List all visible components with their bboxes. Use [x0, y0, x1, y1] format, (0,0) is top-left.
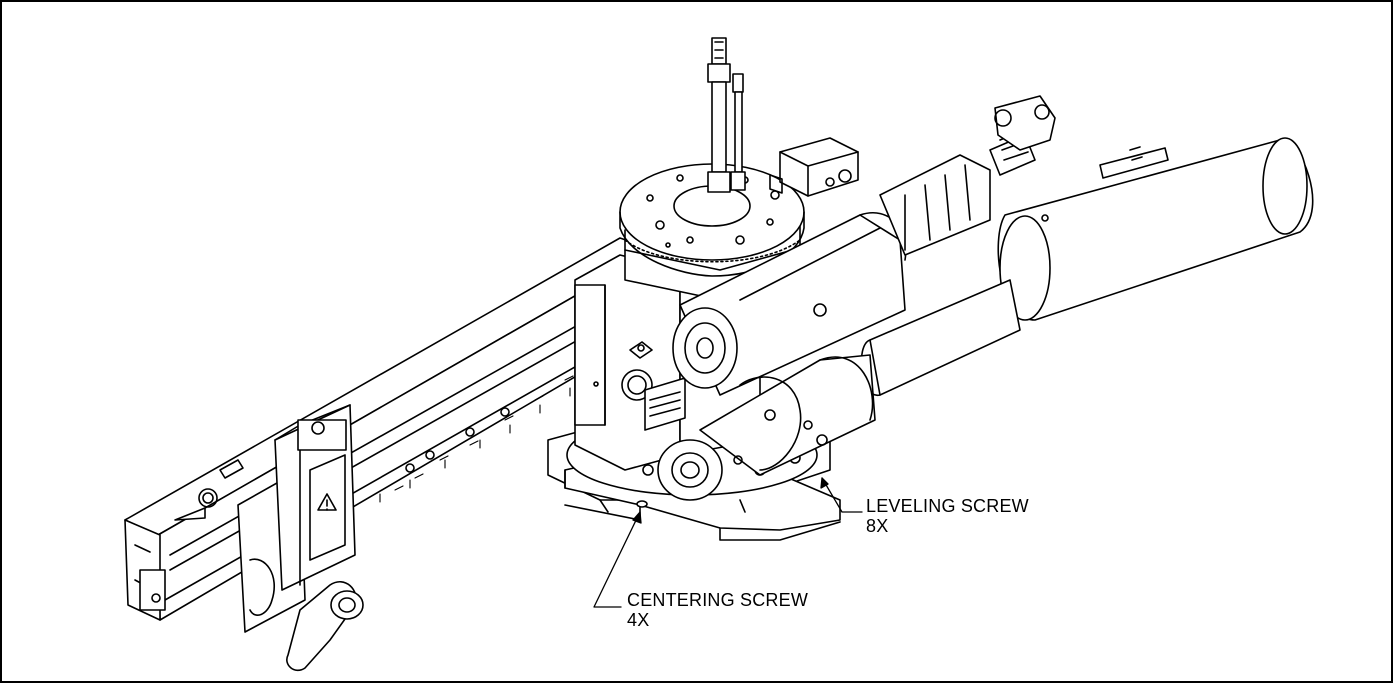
upper-actuator [672, 95, 1056, 396]
centering-screw-count: 4X [627, 610, 650, 630]
leveling-screw-leader [820, 477, 863, 513]
vertical-fittings [707, 37, 746, 193]
centering-screw-callout: CENTERING SCREW 4X [627, 590, 808, 630]
carriage [237, 404, 364, 672]
long-cylinder [860, 137, 1314, 396]
leveling-screw-callout: LEVELING SCREW 8X [866, 496, 1029, 536]
valve-block [769, 137, 859, 197]
centering-screw-label: CENTERING SCREW [627, 590, 809, 610]
leveling-screw-label: LEVELING SCREW [866, 496, 1029, 516]
lower-actuator [657, 354, 876, 501]
leveling-screw-count: 8X [866, 516, 889, 536]
centering-screw-leader [593, 511, 642, 608]
top-plate [619, 163, 805, 277]
